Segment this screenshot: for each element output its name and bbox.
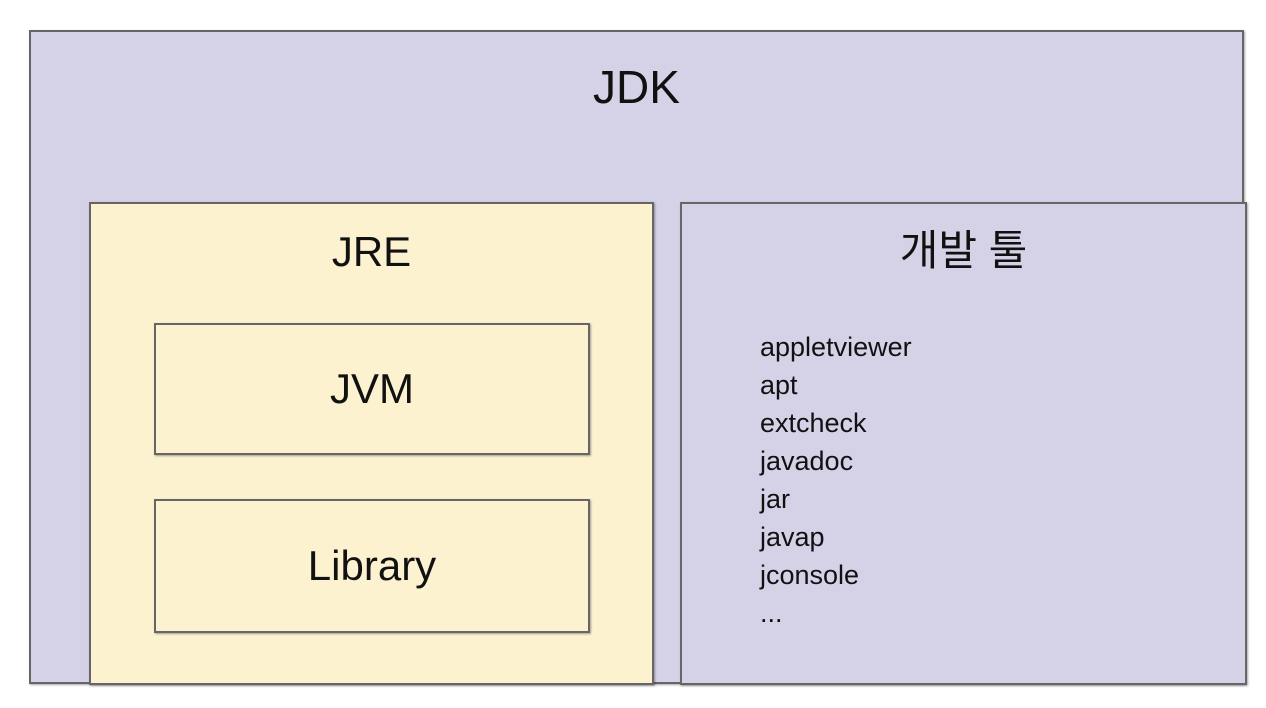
dev-tool-item: extcheck (760, 408, 867, 438)
jdk-title: JDK (593, 61, 680, 113)
dev-tool-item: apt (760, 370, 798, 400)
dev-tool-item: appletviewer (760, 332, 912, 362)
dev-tools-title: 개발 툴 (899, 227, 1028, 274)
library-box: Library (154, 499, 590, 633)
jvm-box: JVM (154, 323, 590, 455)
library-label: Library (307, 542, 437, 589)
dev-tool-item: jar (760, 484, 791, 514)
jre-title: JRE (331, 228, 412, 275)
dev-tool-item: javap (760, 522, 825, 552)
jvm-label: JVM (330, 365, 414, 412)
dev-tool-item: jconsole (760, 560, 860, 590)
dev-tool-item: javadoc (760, 446, 854, 476)
dev-tools-list: appletviewer apt extcheck javadoc jar javap jc… (760, 328, 912, 632)
dev-tools-box: 개발 툴 appletviewer apt extcheck javadoc jar ja… (680, 202, 1247, 685)
jdk-box: JDK JRE JVM Library 개발 툴 appletviewer apt… (29, 30, 1247, 685)
dev-tool-item: ... (760, 598, 783, 628)
jre-box: JRE JVM Library (89, 202, 654, 685)
